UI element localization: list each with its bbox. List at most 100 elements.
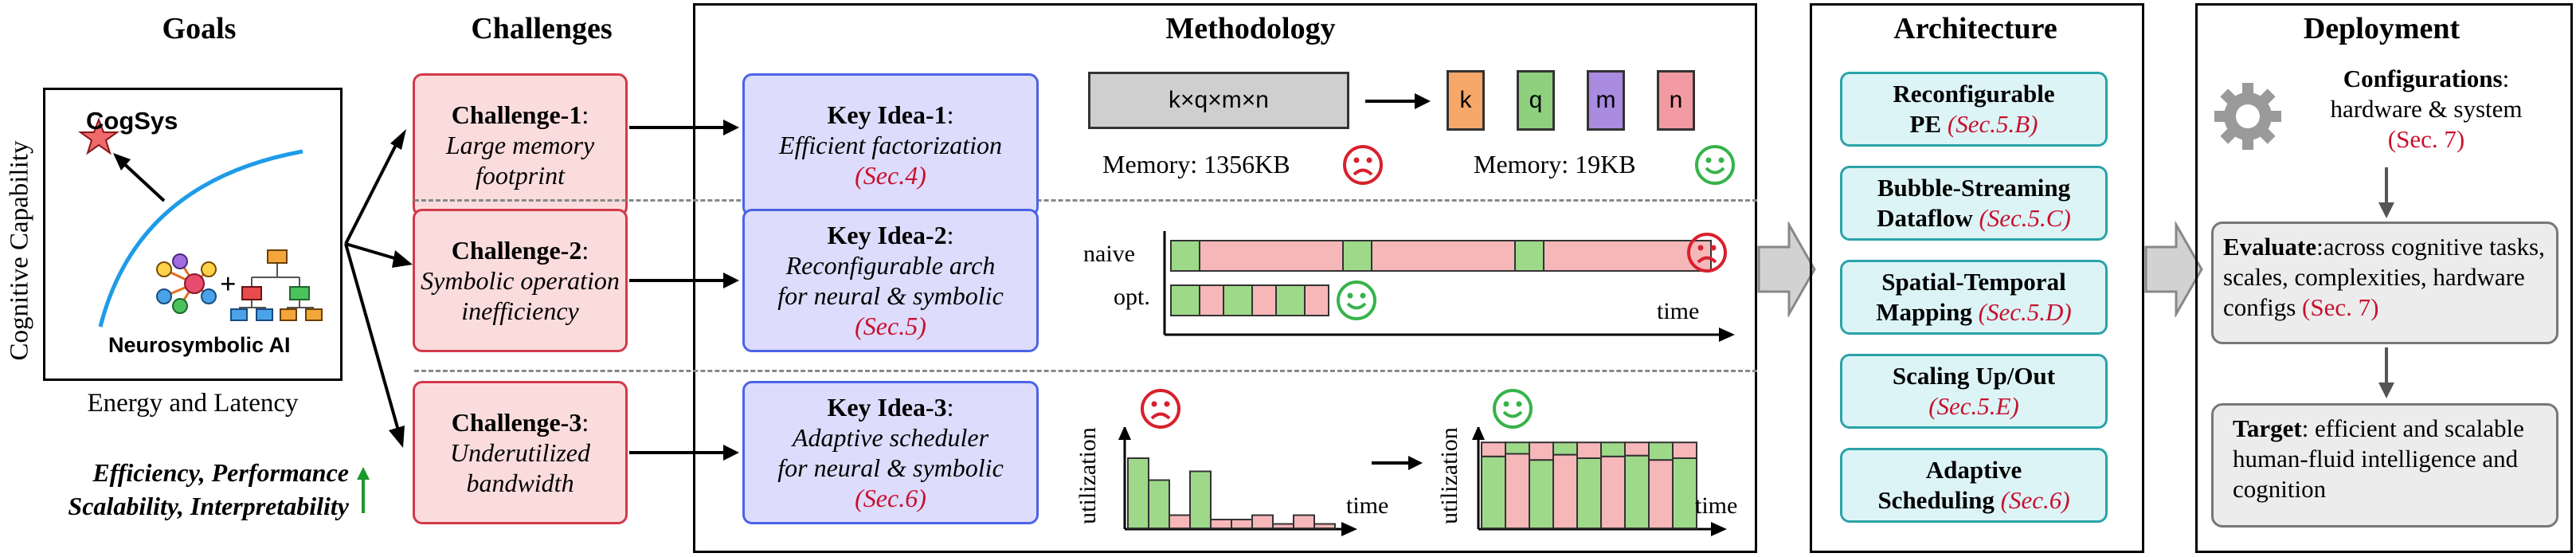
challenge-2-box: Challenge-2: Symbolic operation ineffici… (413, 209, 628, 352)
key-idea-2-line-1: Reconfigurable arch (785, 251, 996, 280)
key-idea-3-line-2: for neural & symbolic (777, 453, 1004, 482)
neurosymbolic-label: Neurosymbolic AI (108, 333, 291, 357)
util-before-ylabel: utilization (1075, 427, 1101, 524)
key-idea-2-box: Key Idea-2: Reconfigurable arch for neur… (742, 209, 1039, 352)
util-before-bar (1231, 519, 1253, 529)
challenge-3-line-1: Underutilized (450, 438, 590, 467)
naive-row (1170, 240, 1712, 272)
util-after-bar (1624, 454, 1650, 530)
util-after-bar-top (1481, 441, 1506, 457)
architecture-frame (1810, 3, 2144, 553)
cogsys-label: CogSys (86, 107, 178, 135)
architecture-title: Architecture (1893, 12, 2057, 45)
key-idea-1-title: Key Idea-1: (827, 100, 954, 129)
evaluate-detail: :across cognitive tasks, scales, complex… (2223, 233, 2545, 321)
util-before-chart (1118, 427, 1357, 536)
benefits-line-2: Scalability, Interpretability (68, 492, 349, 520)
tensor-box: k×q×m×n (1088, 72, 1349, 129)
util-after-bar-top (1624, 441, 1650, 457)
configurations-text: Configurations: hardware & system (Sec. … (2291, 64, 2562, 155)
util-before-time-label: time (1346, 492, 1389, 519)
benefits-text: Efficiency, Performance Scalability, Int… (22, 456, 349, 523)
util-after-bar-top (1576, 441, 1602, 459)
util-before-bar (1127, 457, 1149, 529)
arch-1-line-2: PE (1909, 110, 1942, 138)
util-after-bar (1505, 453, 1530, 529)
challenge-to-idea-arrows (629, 120, 739, 461)
goals-plot: + (77, 117, 323, 328)
util-sad-face-icon (1141, 389, 1180, 429)
key-idea-2-title: Key Idea-2: (827, 221, 954, 249)
arch-5-line-2: Scheduling (1877, 486, 1995, 514)
util-after-bar (1648, 459, 1674, 530)
to-architecture-arrow (1757, 222, 1816, 317)
util-after-bar-top (1600, 441, 1626, 457)
key-idea-2-line-2: for neural & symbolic (777, 281, 1004, 310)
util-after-chart (1472, 427, 1727, 536)
util-arrow (1372, 456, 1423, 470)
configurations-title: Configurations (2343, 65, 2503, 92)
arch-5-line-1: Adaptive (1925, 456, 2022, 484)
challenge-1-box: Challenge-1: Large memory footprint (413, 73, 628, 217)
factor-q: q (1517, 70, 1555, 131)
challenges-title: Challenges (471, 12, 613, 45)
factor-m: m (1587, 70, 1625, 131)
star-icon (77, 117, 120, 155)
arch-1-line-1: Reconfigurable (1893, 80, 2055, 108)
factor-n: n (1657, 70, 1695, 131)
gear-icon (2214, 83, 2281, 150)
arch-1-ref: (Sec.5.B) (1947, 110, 2038, 138)
util-before-bar (1313, 523, 1336, 529)
arch-3-line-2: Mapping (1876, 298, 1972, 326)
memory-before-label: Memory: 1356KB (1102, 150, 1290, 178)
util-before-bar (1189, 470, 1212, 529)
util-before-bar (1210, 519, 1232, 529)
arch-2-line-1: Bubble-Streaming (1877, 174, 2071, 202)
evaluate-ref: (Sec. 7) (2302, 293, 2379, 321)
configurations-ref: (Sec. 7) (2387, 125, 2465, 153)
util-after-bar (1529, 459, 1554, 530)
memory-after-label: Memory: 19KB (1474, 150, 1636, 178)
neural-network-icon (156, 253, 217, 314)
util-happy-face-icon (1493, 389, 1533, 429)
plus-sign: + (220, 268, 237, 300)
challenge-3-box: Challenge-3: Underutilized bandwidth (413, 381, 628, 524)
configurations-detail: hardware & system (2330, 95, 2523, 123)
arch-3-ref: (Sec.5.D) (1978, 298, 2072, 326)
challenge-2-line-1: Symbolic operation (421, 266, 620, 295)
timeline-time-label: time (1657, 298, 1700, 324)
challenge-3-line-2: bandwidth (466, 469, 574, 497)
util-after-bar-top (1505, 441, 1530, 455)
arch-bubble-streaming: Bubble-Streaming Dataflow (Sec.5.C) (1840, 166, 2108, 241)
methodology-title: Methodology (1165, 12, 1336, 45)
naive-sad-face-icon (1687, 233, 1727, 273)
sad-face-icon (1343, 145, 1383, 185)
arch-reconfigurable-pe: Reconfigurable PE (Sec.5.B) (1840, 72, 2108, 147)
x-axis-label: Energy and Latency (87, 389, 299, 418)
y-axis-label: Cognitive Capability (5, 140, 34, 361)
target-box: Target: efficient and scalable human-flu… (2211, 403, 2558, 528)
factorize-arrow (1365, 93, 1431, 109)
capability-curve (98, 149, 303, 328)
key-idea-2-ref: (Sec.5) (855, 312, 926, 340)
util-before-bar (1169, 514, 1191, 529)
arch-adaptive-scheduling: Adaptive Scheduling (Sec.6) (1840, 448, 2108, 523)
util-after-time-label: time (1695, 492, 1738, 519)
util-after-bar-top (1672, 441, 1697, 459)
symbolic-tree-icon (230, 249, 323, 321)
arch-5-ref: (Sec.6) (2000, 486, 2070, 514)
key-idea-1-box: Key Idea-1: Efficient factorization (Sec… (742, 73, 1039, 217)
util-after-bar-top (1648, 441, 1674, 461)
arch-2-ref: (Sec.5.C) (1979, 204, 2071, 232)
deployment-frame (2195, 3, 2573, 553)
factor-k: k (1447, 70, 1485, 131)
arch-4-ref: (Sec.5.E) (1928, 392, 2019, 420)
goals-plot-frame (43, 88, 343, 381)
util-after-bar (1600, 455, 1626, 529)
util-after-bar (1481, 455, 1506, 529)
util-after-bar (1552, 453, 1578, 529)
key-idea-1-ref: (Sec.4) (855, 161, 926, 190)
target-detail: : efficient and scalable human-fluid int… (2233, 414, 2524, 503)
timeline-chart (1163, 231, 1735, 342)
challenge-2-title: Challenge-2: (451, 236, 589, 265)
